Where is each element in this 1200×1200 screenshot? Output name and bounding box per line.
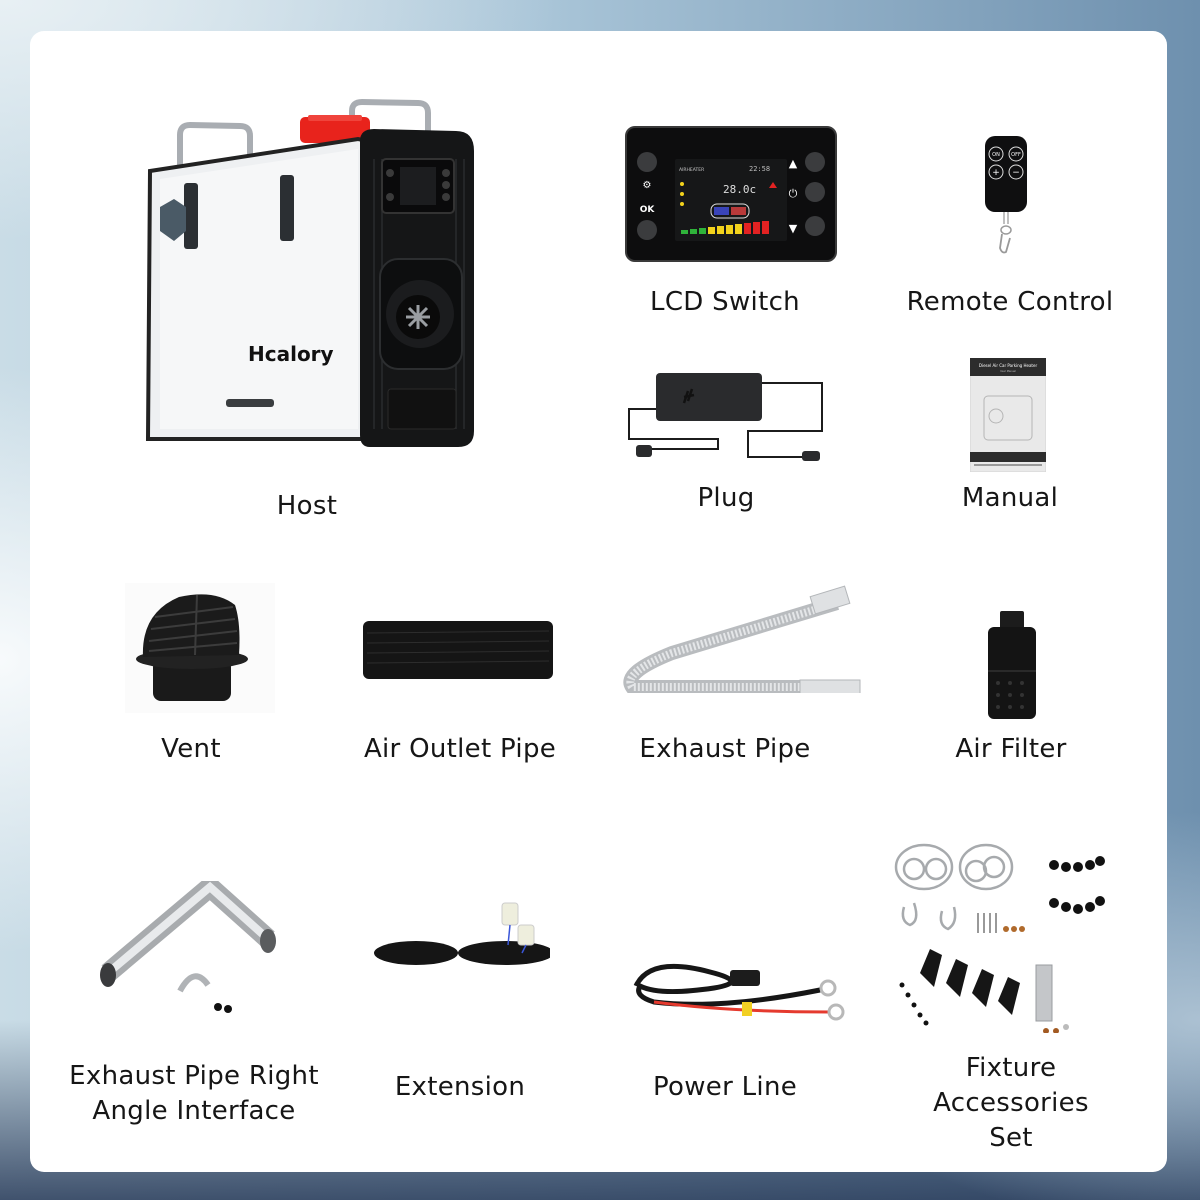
svg-text:▲: ▲ xyxy=(789,157,798,170)
lcd-switch-icon: ⚙ OK ▲ ⏻ ▼ AIRHEATER 22:58 28.0c xyxy=(625,126,837,262)
vent-item xyxy=(125,583,275,713)
manual-label: Manual xyxy=(961,483,1059,513)
remote-control-item: ON OFF + − xyxy=(984,134,1028,258)
fixture-accessories-item xyxy=(890,837,1118,1033)
extension-cable-icon xyxy=(374,902,550,965)
exhaust-pipe-label: Exhaust Pipe xyxy=(639,734,811,764)
right-angle-pipe-icon xyxy=(100,881,276,1013)
svg-text:−: − xyxy=(1012,168,1020,178)
remote-control-icon: ON OFF + − xyxy=(985,136,1027,254)
fixture-accessories-label-line-2: Accessories Set xyxy=(933,1088,1089,1153)
manual-item: Diesel Air Car Parking Heater User Manua… xyxy=(970,358,1046,472)
lcd-switch-label: LCD Switch xyxy=(650,287,800,317)
svg-text:OFF: OFF xyxy=(1011,152,1021,158)
air-outlet-pipe-label: Air Outlet Pipe xyxy=(363,734,557,764)
air-outlet-pipe-item xyxy=(363,619,555,681)
svg-text:28.0c: 28.0c xyxy=(723,183,756,196)
svg-text:Diesel Air Car Parking Heater: Diesel Air Car Parking Heater xyxy=(979,363,1038,368)
package-contents-card: Hcalory Host xyxy=(30,31,1167,1172)
svg-text:⏻: ⏻ xyxy=(789,187,798,200)
lcd-switch-item: ⚙ OK ▲ ⏻ ▼ AIRHEATER 22:58 28.0c xyxy=(625,126,837,262)
svg-text:⚙: ⚙ xyxy=(643,180,652,191)
air-filter-item xyxy=(986,611,1038,721)
host-item: Hcalory xyxy=(138,99,484,451)
right-angle-pipe-label-line-2: Angle Interface xyxy=(92,1096,296,1126)
power-line-icon xyxy=(633,964,845,1021)
power-adapter-icon xyxy=(628,373,823,461)
air-filter-label: Air Filter xyxy=(955,734,1067,764)
svg-text:Hcalory: Hcalory xyxy=(248,342,334,366)
vent-icon xyxy=(125,583,275,713)
power-line-label: Power Line xyxy=(652,1072,798,1102)
svg-text:User Manual: User Manual xyxy=(1000,369,1016,373)
fixture-accessories-label-line-1: Fixture xyxy=(965,1053,1057,1083)
manual-icon: Diesel Air Car Parking Heater User Manua… xyxy=(970,358,1046,472)
extension-label: Extension xyxy=(394,1072,526,1102)
remote-control-label: Remote Control xyxy=(906,287,1114,317)
plug-item xyxy=(626,371,826,461)
plug-label: Plug xyxy=(697,483,755,513)
fixture-accessories-label: Fixture Accessories Set xyxy=(933,1051,1089,1156)
air-filter-icon xyxy=(988,611,1036,719)
right-angle-pipe-label: Exhaust Pipe Right Angle Interface xyxy=(69,1059,319,1129)
extension-item xyxy=(374,901,550,975)
svg-text:ON: ON xyxy=(992,152,1000,158)
svg-text:22:58: 22:58 xyxy=(749,165,770,173)
power-line-item xyxy=(630,956,846,1056)
exhaust-pipe-item xyxy=(612,583,862,693)
right-angle-pipe-label-line-1: Exhaust Pipe Right xyxy=(69,1061,319,1091)
right-angle-pipe-item xyxy=(100,881,280,1021)
fixture-accessories-icon xyxy=(894,843,1105,1033)
exhaust-pipe-icon xyxy=(623,585,861,693)
vent-label: Vent xyxy=(161,734,221,764)
svg-text:▼: ▼ xyxy=(789,222,798,235)
svg-text:+: + xyxy=(992,168,1000,178)
air-outlet-pipe-icon xyxy=(363,621,553,679)
host-label: Host xyxy=(276,491,338,521)
svg-text:OK: OK xyxy=(640,205,656,215)
svg-text:AIRHEATER: AIRHEATER xyxy=(679,167,704,173)
diesel-heater-icon: Hcalory xyxy=(145,99,474,447)
